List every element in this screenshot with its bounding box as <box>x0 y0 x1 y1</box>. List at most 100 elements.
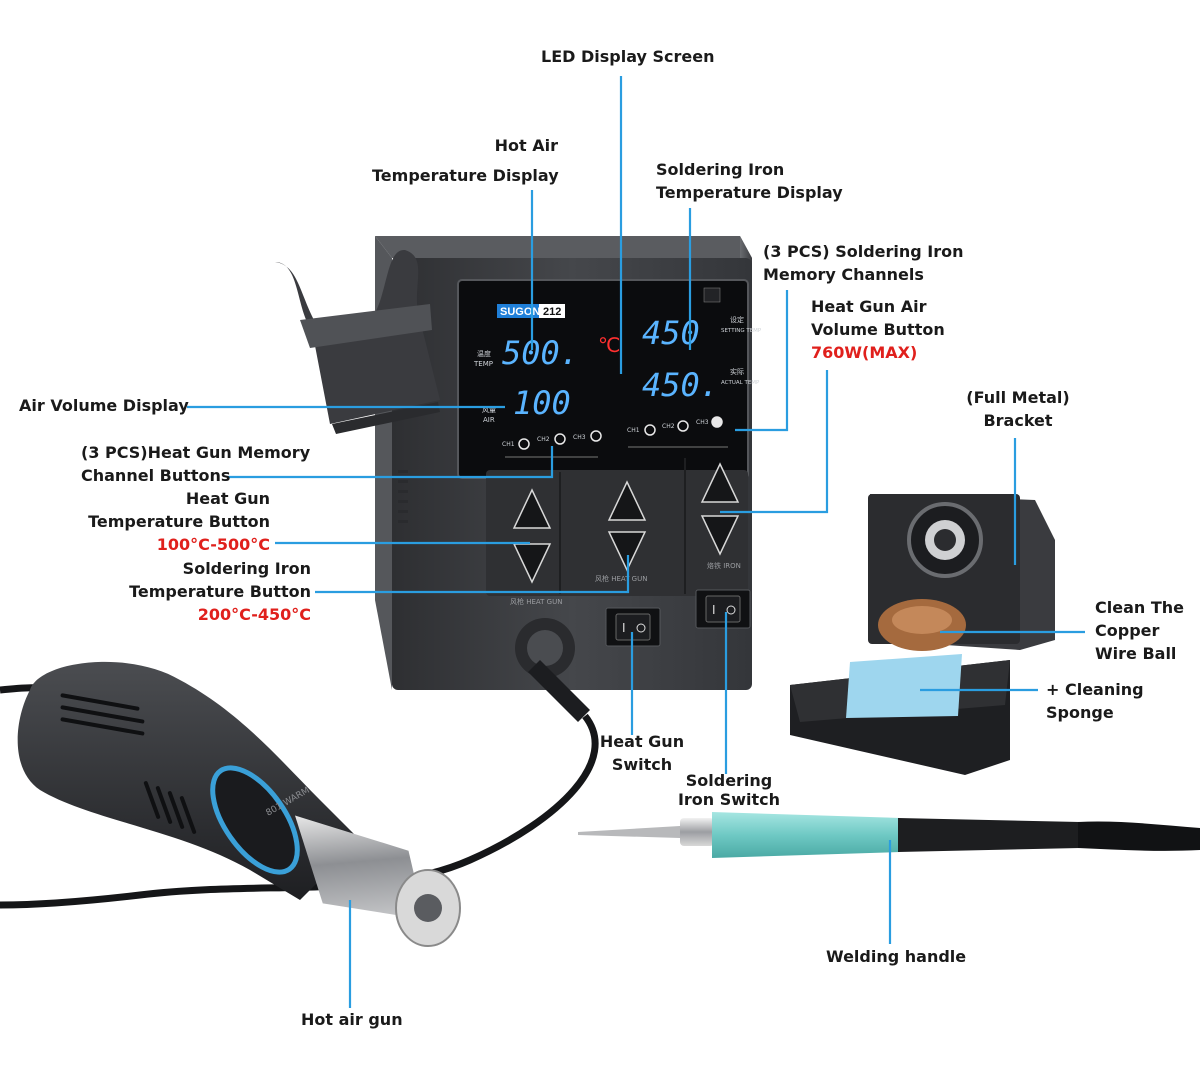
heat-gun-memory-channels: CH1 CH2 CH3 <box>502 430 602 450</box>
label-copper-line3: Wire Ball <box>1095 644 1177 663</box>
label-air-volume-display-text: Air Volume Display <box>19 396 189 415</box>
gun-ch1-indicator[interactable] <box>518 438 530 450</box>
actual-en-label: ACTUAL TEMP <box>721 380 760 386</box>
iron-temp-up-button[interactable] <box>700 462 740 503</box>
gun-ch3-label: CH3 <box>573 434 586 441</box>
label-sponge-line2: Sponge <box>1046 703 1114 722</box>
label-bracket-line2: Bracket <box>983 411 1053 430</box>
cleaning-sponge <box>846 654 962 718</box>
heat-gun-air-up-button[interactable] <box>512 488 552 529</box>
label-gun-temp-btn-line1: Heat Gun <box>185 489 270 508</box>
callout-lines <box>187 76 1085 1008</box>
iron-stand <box>790 494 1055 775</box>
iron-ch2-label: CH2 <box>662 423 675 430</box>
label-air-volume-btn-line1: Heat Gun Air <box>811 297 927 316</box>
iron-switch[interactable] <box>705 595 741 623</box>
heat-gun-temp-up-button[interactable] <box>607 480 647 521</box>
label-iron-temp-display: Soldering Iron Temperature Display <box>656 158 843 204</box>
iron-ch2-indicator[interactable] <box>677 420 689 432</box>
label-iron-temp-button: Soldering Iron Temperature Button 200°C-… <box>100 557 311 626</box>
label-iron-temp-line2: Temperature Display <box>656 183 843 202</box>
label-hot-air-temp-line2: Temperature Display <box>372 166 559 185</box>
gun-ch2-indicator[interactable] <box>554 433 566 445</box>
heat-gun-panel-label: 风枪 HEAT GUN <box>595 574 647 583</box>
heat-gun-temp-down-button[interactable] <box>607 531 647 572</box>
label-iron-memory-line1: (3 PCS) Soldering Iron <box>763 242 964 261</box>
label-hot-air-temp-line1: Hot Air <box>494 136 558 155</box>
iron-switch-on-mark: I <box>712 603 716 617</box>
brand-name: SUGON <box>500 306 540 318</box>
label-iron-memory-channels: (3 PCS) Soldering Iron Memory Channels <box>763 240 964 286</box>
label-hot-air-gun: Hot air gun <box>301 1008 403 1031</box>
label-heat-gun-switch: Heat Gun Switch <box>592 730 692 776</box>
label-led-display-text: LED Display Screen <box>541 47 715 66</box>
power-switches: I I <box>605 589 751 647</box>
label-air-volume-btn-spec: 760W(MAX) <box>811 343 918 362</box>
iron-memory-callout <box>735 290 789 432</box>
label-sponge-line1: + Cleaning <box>1046 680 1144 699</box>
label-air-volume-btn-line2: Volume Button <box>811 320 945 339</box>
label-gun-temp-button: Heat Gun Temperature Button 100°C-500°C <box>60 487 270 556</box>
label-iron-temp-btn-line2: Temperature Button <box>129 582 311 601</box>
label-copper-line2: Copper <box>1095 621 1160 640</box>
label-iron-memory-line2: Memory Channels <box>763 265 924 284</box>
air-volume-readout: 100 <box>513 384 571 422</box>
label-gun-memory-line1: (3 PCS)Heat Gun Memory <box>81 443 311 462</box>
label-hot-air-temp-display: Hot Air Temperature Display <box>372 134 559 187</box>
iron-ch1-indicator[interactable] <box>644 424 656 436</box>
label-air-volume-button: Heat Gun Air Volume Button 760W(MAX) <box>811 295 945 364</box>
label-bracket-line1: (Full Metal) <box>966 388 1070 407</box>
heat-gun-air-down-button[interactable] <box>512 543 552 584</box>
gun-memory-callout <box>228 446 554 479</box>
label-cleaning-sponge: + Cleaning Sponge <box>1046 678 1144 724</box>
actual-cn-label: 实际 <box>730 367 744 376</box>
welding-handle <box>578 812 1200 858</box>
air-en-label: AIR <box>483 416 495 424</box>
gun-holster <box>275 249 440 434</box>
label-copper-line1: Clean The <box>1095 598 1184 617</box>
iron-ch3-label: CH3 <box>696 419 709 426</box>
label-copper-wire-ball: Clean The Copper Wire Ball <box>1095 596 1184 665</box>
label-gun-temp-btn-spec: 100°C-500°C <box>156 535 270 554</box>
label-gun-switch-line1: Heat Gun <box>599 732 685 751</box>
heat-gun-switch-off-mark <box>636 623 646 633</box>
label-iron-temp-btn-spec: 200°C-450°C <box>197 605 311 624</box>
gun-ch2-label: CH2 <box>537 436 550 443</box>
iron-panel-label: 烙铁 IRON <box>707 561 741 570</box>
iron-memory-channels: CH1 CH2 CH3 <box>627 416 723 436</box>
label-gun-switch-line2: Switch <box>611 755 673 774</box>
label-iron-temp-line1: Soldering Iron <box>656 160 785 179</box>
gun-ch3-indicator[interactable] <box>590 430 602 442</box>
setting-cn-label: 设定 <box>730 315 744 324</box>
iron-ch1-label: CH1 <box>627 427 640 434</box>
temp-en-label: TEMP <box>473 360 493 368</box>
iron-switch-off-mark <box>726 605 736 615</box>
label-bracket: (Full Metal) Bracket <box>955 386 1081 432</box>
air-cn-label: 风量 <box>482 406 496 414</box>
setting-en-label: SETTING TEMP <box>721 328 762 334</box>
label-welding-handle-text: Welding handle <box>826 947 967 966</box>
label-iron-switch-line1: Soldering <box>685 771 773 790</box>
label-led-display: LED Display Screen <box>541 45 715 68</box>
unit-celsius: ℃ <box>598 333 620 357</box>
iron-actual-temp-readout: 450. <box>642 366 719 404</box>
label-gun-memory-buttons: (3 PCS)Heat Gun Memory Channel Buttons <box>81 441 310 487</box>
gun-ch1-label: CH1 <box>502 441 515 448</box>
iron-temp-btn-callout <box>315 555 630 594</box>
label-gun-temp-btn-line2: Temperature Button <box>88 512 270 531</box>
heat-gun-switch-on-mark: I <box>622 621 626 635</box>
led-display-screen: SUGON 212 500. ℃ 100 450 450. 温度 TEMP 风量… <box>457 279 762 479</box>
air-volume-btn-callout <box>720 370 829 514</box>
iron-setting-temp-readout: 450 <box>642 314 700 352</box>
label-gun-memory-line2: Channel Buttons <box>81 466 231 485</box>
label-iron-temp-btn-line1: Soldering Iron <box>182 559 311 578</box>
control-panel: 风枪 HEAT GUN 烙铁 IRON 风枪 HEAT GUN <box>486 458 748 606</box>
hot-air-temp-readout: 500. <box>502 334 579 372</box>
iron-temp-down-button[interactable] <box>700 515 740 556</box>
iron-ch3-indicator[interactable] <box>711 416 723 428</box>
label-iron-switch: Soldering Iron Switch <box>670 771 788 809</box>
label-air-volume-display: Air Volume Display <box>19 394 189 417</box>
temp-cn-label: 温度 <box>477 349 491 358</box>
hot-air-gun: 801 WARM <box>17 661 461 947</box>
